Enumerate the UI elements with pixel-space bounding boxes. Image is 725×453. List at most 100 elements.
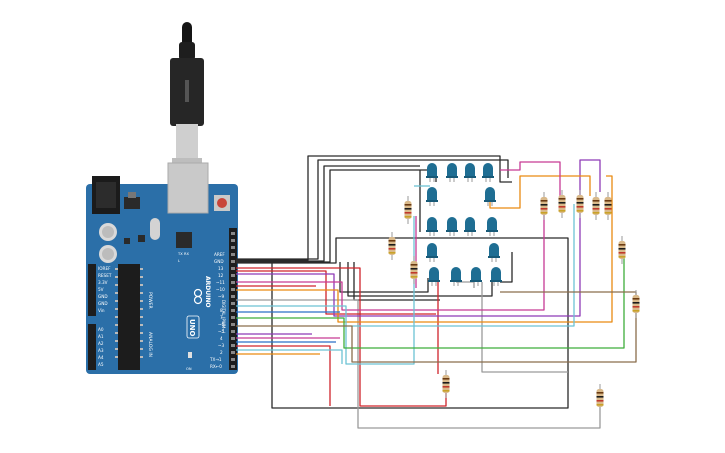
infinity-logo-icon bbox=[193, 288, 203, 305]
svg-text:A0: A0 bbox=[98, 327, 104, 332]
led-icon[interactable] bbox=[470, 267, 482, 286]
wires bbox=[236, 155, 637, 429]
wire-gray[interactable] bbox=[481, 282, 568, 373]
svg-text:A2: A2 bbox=[98, 341, 104, 346]
led-icon[interactable] bbox=[428, 267, 440, 286]
wire-gray[interactable] bbox=[456, 281, 475, 288]
header-pins bbox=[231, 232, 235, 368]
svg-text:TX→1: TX→1 bbox=[209, 357, 222, 362]
led-icon[interactable] bbox=[488, 243, 500, 262]
wire-red[interactable] bbox=[236, 270, 436, 315]
resistor-icon[interactable] bbox=[604, 192, 612, 220]
resistor-icon[interactable] bbox=[404, 196, 412, 224]
svg-text:5V: 5V bbox=[98, 287, 104, 292]
resistor-group bbox=[388, 190, 640, 412]
led-icon[interactable] bbox=[426, 163, 438, 182]
led-icon[interactable] bbox=[490, 267, 502, 286]
resistor-icon[interactable] bbox=[558, 190, 566, 218]
on-label: ON bbox=[186, 367, 192, 371]
svg-text:3.3V: 3.3V bbox=[98, 280, 108, 285]
analog-pin-labels: A0 A1 A2 A3 A4 A5 bbox=[98, 327, 104, 367]
mcu-pins bbox=[115, 268, 143, 358]
wire-cyan[interactable] bbox=[352, 204, 575, 327]
svg-text:7: 7 bbox=[220, 315, 223, 320]
l-label: L bbox=[178, 259, 180, 263]
wire-black[interactable] bbox=[353, 262, 440, 301]
wire-black[interactable] bbox=[236, 237, 569, 409]
led-icon[interactable] bbox=[464, 163, 476, 182]
wire-magenta[interactable] bbox=[500, 161, 561, 204]
wire-gray[interactable] bbox=[236, 299, 601, 429]
analog-label: ANALOG IN bbox=[147, 332, 153, 357]
wire-black[interactable] bbox=[339, 262, 429, 293]
resistor-icon[interactable] bbox=[442, 370, 450, 398]
led-matrix bbox=[426, 163, 502, 286]
svg-text:GND: GND bbox=[98, 301, 108, 306]
uno-badge bbox=[186, 315, 200, 339]
svg-text:4: 4 bbox=[220, 336, 223, 341]
led-icon[interactable] bbox=[446, 163, 458, 182]
wire-orange[interactable] bbox=[236, 175, 613, 323]
resistor-icon[interactable] bbox=[410, 256, 418, 284]
resistor-icon[interactable] bbox=[388, 232, 396, 260]
wire-cyan[interactable] bbox=[236, 216, 415, 365]
svg-text:13: 13 bbox=[218, 266, 224, 271]
brand-label: ARDUINO bbox=[204, 276, 211, 307]
wire-cyan[interactable] bbox=[236, 349, 343, 364]
usb-plug-icon[interactable] bbox=[170, 22, 204, 164]
power-pin-labels: IOREF RESET 3.3V 5V GND GND Vin bbox=[98, 266, 112, 313]
wire-green[interactable] bbox=[236, 258, 625, 349]
led-icon[interactable] bbox=[482, 163, 494, 182]
svg-text:AREF: AREF bbox=[214, 252, 225, 257]
led-icon[interactable] bbox=[484, 187, 496, 206]
svg-text:~11: ~11 bbox=[216, 280, 225, 285]
svg-text:A5: A5 bbox=[98, 362, 104, 367]
led-icon[interactable] bbox=[446, 217, 458, 236]
svg-text:A3: A3 bbox=[98, 348, 104, 353]
wire-brown[interactable] bbox=[236, 312, 637, 363]
digital-label: DIGITAL (PWM~) bbox=[221, 300, 226, 334]
power-label: POWER bbox=[147, 292, 153, 309]
svg-text:Vin: Vin bbox=[98, 308, 105, 313]
arduino-uno-board[interactable]: IOREF RESET 3.3V 5V GND GND Vin POWER A0… bbox=[86, 162, 238, 374]
wire-red[interactable] bbox=[236, 267, 447, 407]
svg-text:~3: ~3 bbox=[218, 343, 225, 348]
svg-text:RX←0: RX←0 bbox=[210, 364, 222, 369]
tx-label: TX bbox=[177, 252, 183, 256]
led-icon[interactable] bbox=[426, 187, 438, 206]
svg-text:GND: GND bbox=[98, 294, 108, 299]
model-label: UNO bbox=[188, 319, 196, 337]
svg-text:2: 2 bbox=[220, 350, 223, 355]
wire-orange[interactable] bbox=[489, 175, 591, 209]
digital-pin-labels: AREF GND 13 12 ~11 ~10 ~9 8 7 ~6 ~5 4 ~3… bbox=[209, 252, 225, 369]
rx-label: RX bbox=[184, 252, 189, 256]
svg-text:GND: GND bbox=[214, 259, 224, 264]
svg-text:A4: A4 bbox=[98, 355, 104, 360]
resistor-icon[interactable] bbox=[596, 384, 604, 412]
wire-black[interactable] bbox=[500, 252, 513, 283]
wire-black[interactable] bbox=[347, 262, 493, 297]
led-icon[interactable] bbox=[426, 217, 438, 236]
resistor-icon[interactable] bbox=[576, 190, 584, 218]
svg-text:~10: ~10 bbox=[216, 287, 225, 292]
resistor-icon[interactable] bbox=[540, 192, 548, 220]
wire-black[interactable] bbox=[236, 155, 512, 261]
svg-text:8: 8 bbox=[220, 308, 223, 313]
wire-black[interactable] bbox=[236, 159, 509, 260]
wire-red[interactable] bbox=[236, 345, 331, 406]
svg-text:~6: ~6 bbox=[218, 322, 225, 327]
wire-black[interactable] bbox=[236, 165, 420, 262]
led-icon[interactable] bbox=[464, 217, 476, 236]
led-icon[interactable] bbox=[450, 267, 462, 286]
wire-purple[interactable] bbox=[236, 159, 601, 317]
svg-text:~5: ~5 bbox=[218, 329, 225, 334]
resistor-icon[interactable] bbox=[632, 290, 640, 318]
led-icon[interactable] bbox=[486, 217, 498, 236]
svg-text:~9: ~9 bbox=[218, 294, 225, 299]
led-icon[interactable] bbox=[426, 243, 438, 262]
resistor-icon[interactable] bbox=[592, 192, 600, 220]
svg-text:12: 12 bbox=[218, 273, 224, 278]
wire-magenta[interactable] bbox=[236, 204, 545, 311]
resistor-icon[interactable] bbox=[618, 236, 626, 264]
